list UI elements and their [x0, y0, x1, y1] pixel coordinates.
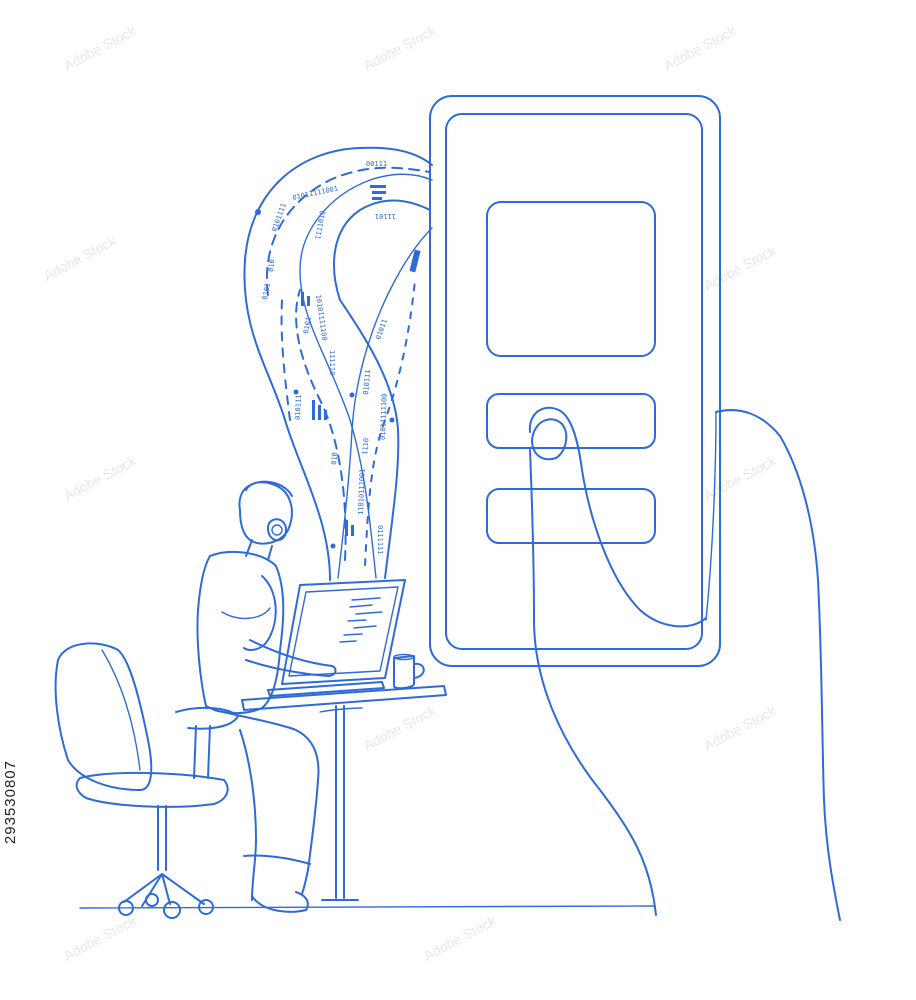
binary-string: 0111111 [376, 525, 384, 555]
desk-leg [335, 705, 345, 899]
stock-id-text: 293530807 [2, 760, 19, 845]
code-dash-line [364, 279, 416, 566]
binary-string: 01011111001 [292, 184, 339, 201]
coffee-mug [393, 653, 425, 690]
phone-body [429, 95, 721, 667]
hand-holding-phone [528, 406, 841, 921]
fingernail [531, 418, 568, 461]
index-finger [528, 406, 707, 628]
binary-string: 010 [330, 452, 339, 465]
shoe [251, 891, 309, 913]
binary-string: 11101 [375, 212, 396, 220]
binary-string: 1110 [361, 438, 370, 455]
code-block [318, 405, 321, 420]
chair-wheel [118, 900, 134, 916]
chair-stem [157, 805, 167, 871]
office-chair [54, 642, 239, 919]
code-block [351, 525, 354, 536]
code-block [301, 292, 304, 306]
phone-button-secondary [486, 488, 656, 544]
chair-seat [75, 771, 229, 808]
laptop-base [267, 681, 385, 697]
binary-string: 111110 [328, 350, 336, 375]
desk [241, 685, 447, 901]
binary-string: 0101 [302, 316, 313, 334]
code-stream: 00111 01011111001 0101111 11101 0101 111… [243, 146, 433, 581]
sleeve [221, 607, 271, 619]
ribbon-line [299, 173, 433, 579]
chair-wheel [198, 899, 214, 915]
code-dot [349, 392, 355, 398]
code-block [372, 197, 382, 200]
laptop [267, 579, 406, 697]
desk-top [241, 685, 447, 711]
back-leg [239, 729, 257, 901]
code-dot [293, 389, 299, 395]
chair-back-inner [101, 649, 141, 771]
binary-string: 1111010 [314, 210, 327, 240]
stream-outline [333, 199, 431, 579]
forearm [245, 639, 337, 677]
code-block [312, 400, 315, 420]
armrest-support [193, 725, 211, 779]
code-block [345, 520, 348, 536]
stream-outline [243, 146, 433, 581]
palm-edge [715, 409, 841, 921]
binary-string: 010111 [362, 369, 372, 395]
code-dash-line [265, 166, 431, 296]
code-dot [255, 209, 261, 215]
laptop-screen-inner [288, 586, 399, 677]
floor-line [79, 905, 656, 909]
binary-string: 0101 [261, 282, 272, 300]
code-dash-line [295, 289, 347, 561]
finger-underside [529, 449, 657, 916]
thigh [213, 709, 320, 781]
chair-base [123, 873, 205, 907]
chair-back [54, 642, 153, 791]
code-block [307, 296, 310, 306]
chair-wheel [145, 893, 159, 907]
code-block [370, 185, 386, 188]
code-dot [330, 543, 336, 549]
phone-button-primary [486, 393, 656, 449]
binary-string: 10101111100 [314, 294, 328, 341]
mug-handle [413, 662, 425, 679]
head [238, 481, 293, 545]
desk-support [319, 707, 363, 713]
headphone-cup [267, 518, 287, 542]
binary-string: 010111 [294, 395, 303, 421]
torso [196, 550, 285, 714]
mug-rim [393, 653, 415, 661]
mug-body [393, 655, 415, 690]
thumb-line [705, 411, 717, 621]
binary-string: 010 [267, 259, 276, 272]
person-at-desk [196, 480, 337, 913]
smartphone [429, 95, 721, 667]
binary-string: 01011111100 [379, 393, 389, 440]
chair-wheel [163, 901, 181, 919]
code-dot [389, 417, 395, 423]
phone-screen [445, 113, 703, 650]
binary-string: 0101111 [270, 202, 288, 232]
binary-string: 00111 [366, 160, 387, 168]
code-block [324, 410, 327, 420]
binary-string: 11010111001 [357, 468, 367, 515]
code-block [372, 191, 386, 194]
phone-image-card [486, 201, 656, 357]
laptop-screen-frame [281, 579, 406, 685]
code-dash-line [280, 299, 291, 421]
trouser-cuff [243, 854, 311, 865]
headphone-cup-inner [271, 524, 283, 536]
ribbon-line [337, 227, 433, 579]
armrest [175, 706, 239, 730]
upper-arm [243, 575, 277, 651]
headphone-band [245, 480, 293, 497]
code-block [409, 249, 421, 273]
lower-leg [301, 779, 319, 895]
screen-code-lines [339, 597, 383, 643]
